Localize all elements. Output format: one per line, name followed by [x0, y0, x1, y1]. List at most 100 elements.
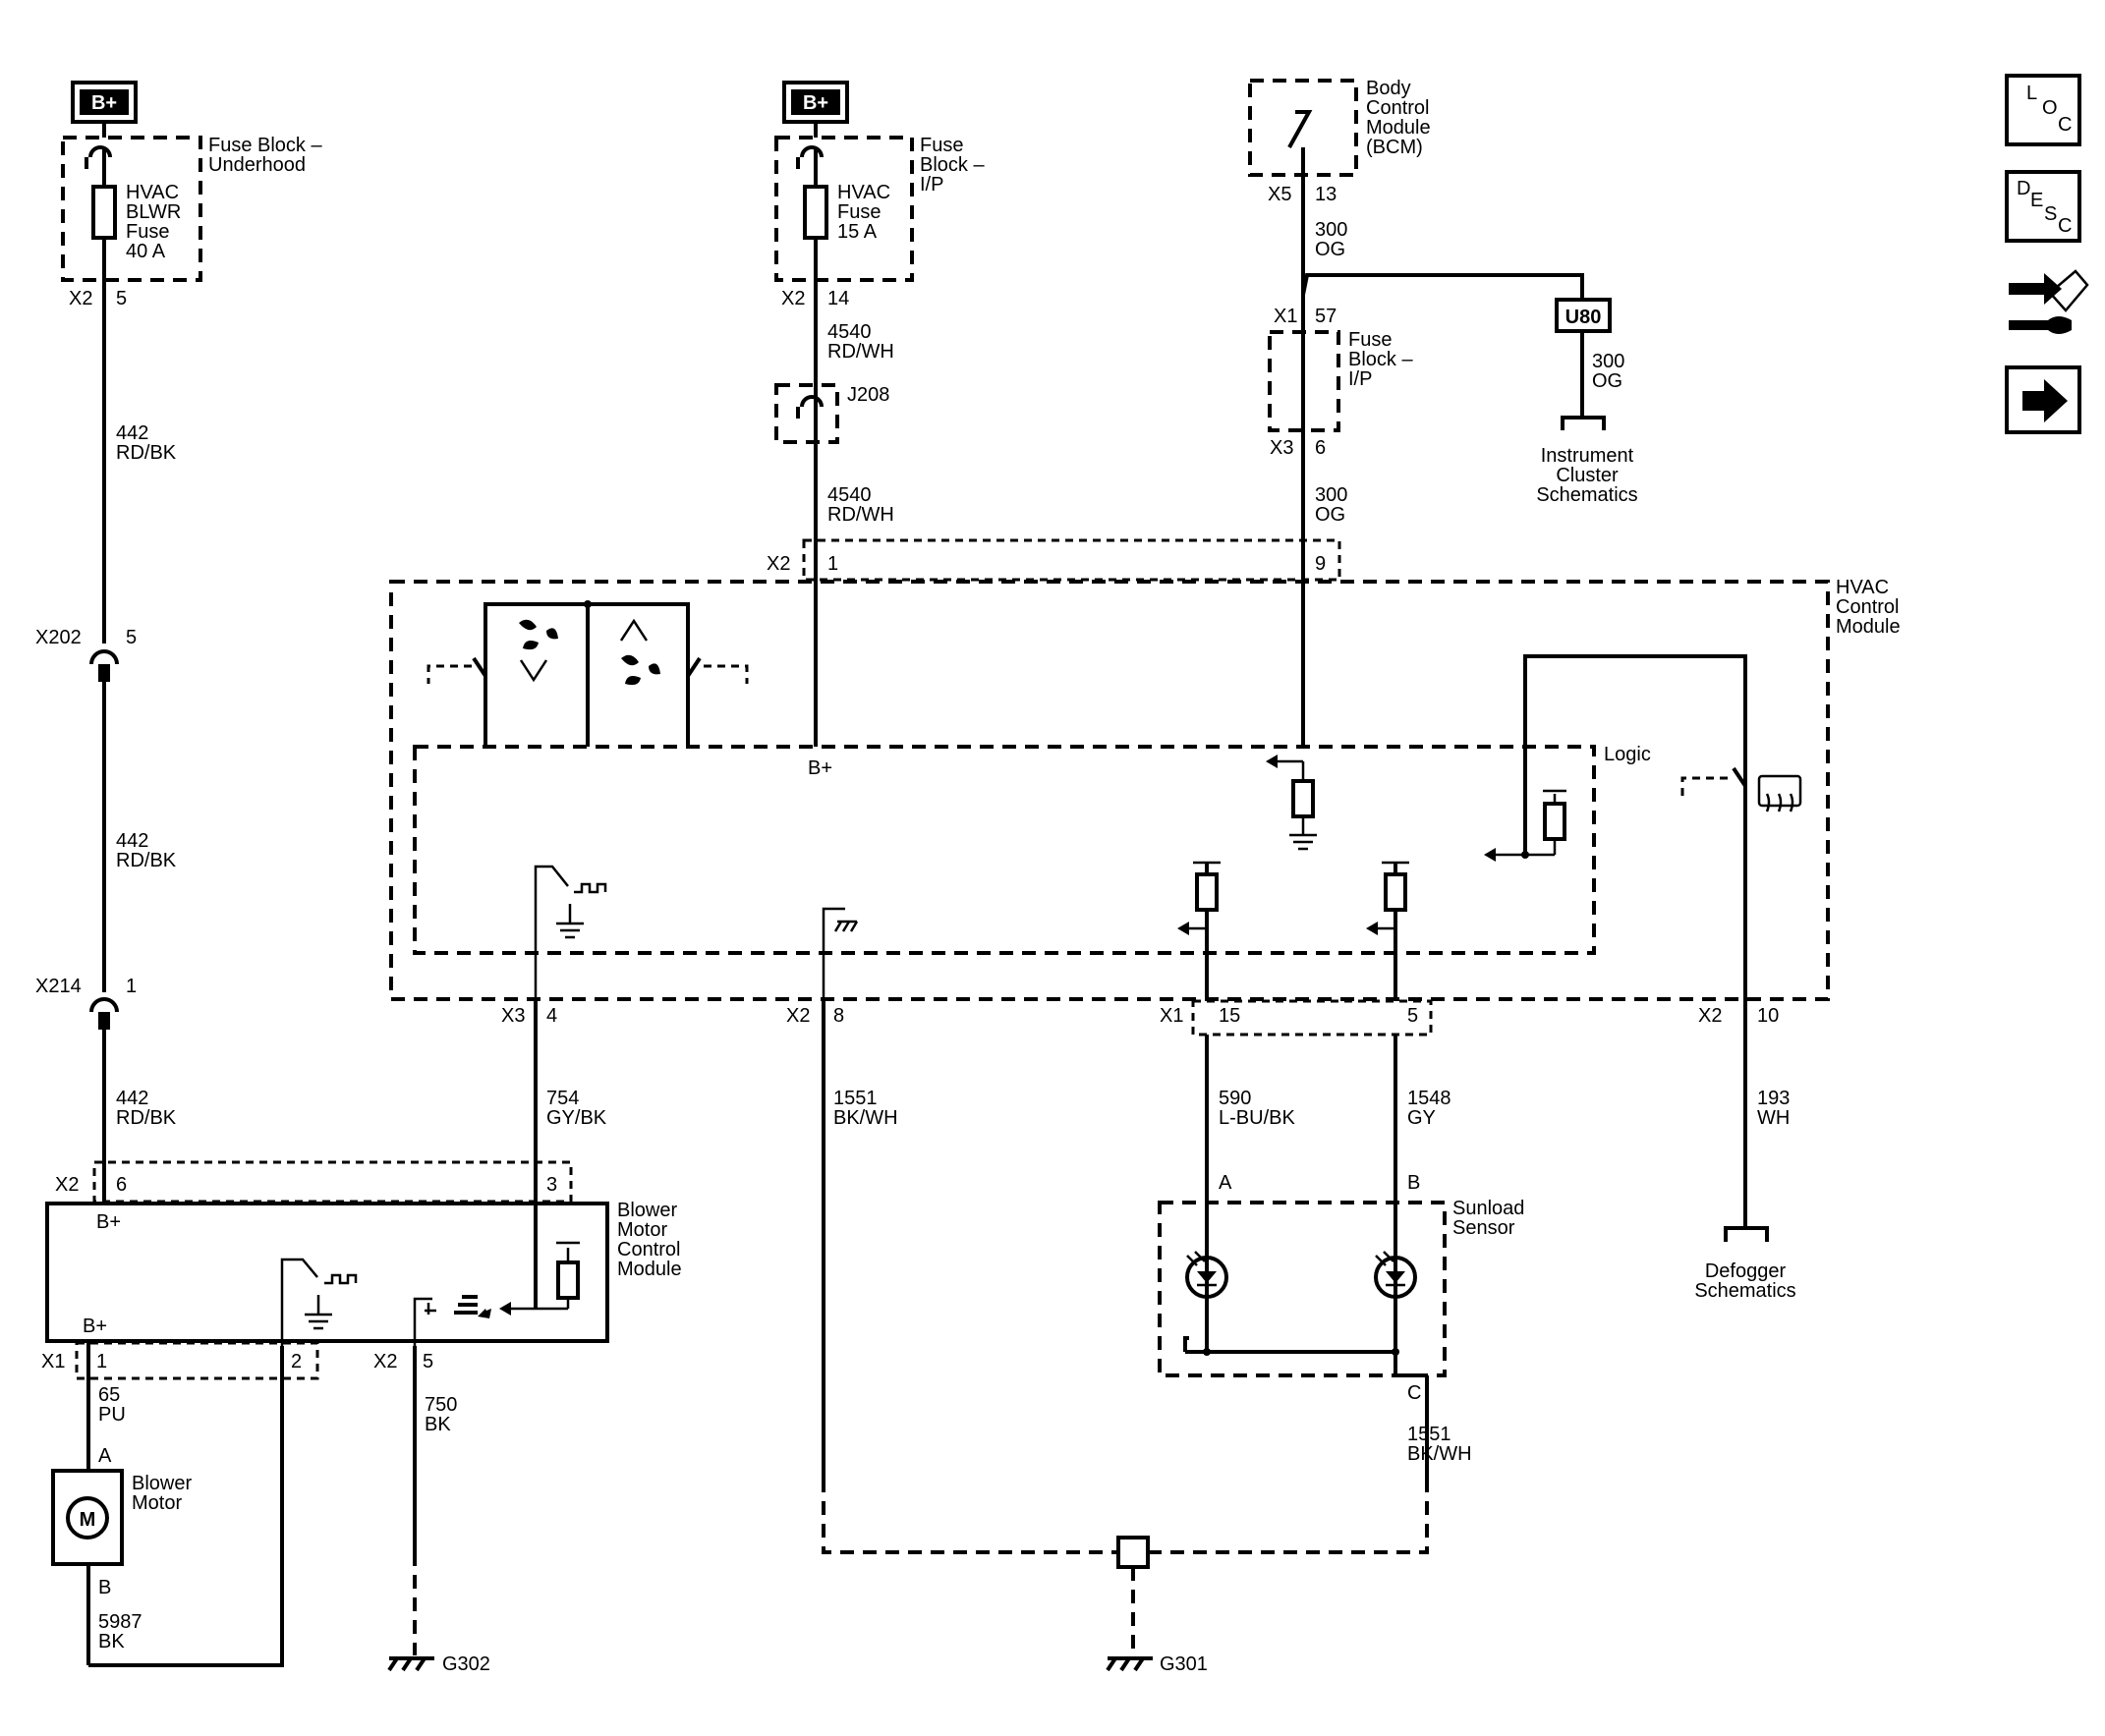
svg-text:I/P: I/P	[1348, 368, 1372, 390]
svg-text:(BCM): (BCM)	[1366, 137, 1423, 158]
svg-text:HVAC: HVAC	[1836, 577, 1889, 598]
svg-text:Instrument: Instrument	[1541, 445, 1634, 467]
svg-text:C: C	[2058, 215, 2072, 237]
svg-text:HVAC: HVAC	[837, 182, 890, 203]
svg-text:590: 590	[1219, 1088, 1251, 1109]
svg-text:Schematics: Schematics	[1694, 1280, 1795, 1302]
fan-speed-icon	[454, 1295, 491, 1318]
next-arrow-button[interactable]	[2005, 365, 2081, 434]
svg-text:10: 10	[1757, 1005, 1779, 1027]
svg-text:X3: X3	[1270, 437, 1293, 459]
fan-down-icon	[519, 619, 558, 683]
svg-text:X2: X2	[69, 288, 92, 309]
svg-text:442: 442	[116, 1088, 148, 1109]
svg-text:BK: BK	[425, 1414, 451, 1435]
svg-text:BK/WH: BK/WH	[833, 1107, 898, 1129]
svg-text:OG: OG	[1315, 504, 1345, 526]
svg-text:Control: Control	[1366, 97, 1429, 119]
svg-text:3: 3	[546, 1174, 557, 1196]
fuse-block-ip: HVAC Fuse 15 A Fuse Block – I/P X2 14	[774, 135, 985, 309]
svg-text:A: A	[1219, 1172, 1232, 1194]
svg-text:5: 5	[1407, 1005, 1418, 1027]
svg-text:300: 300	[1315, 219, 1347, 241]
svg-text:Body: Body	[1366, 78, 1411, 99]
svg-text:S: S	[2044, 203, 2057, 225]
splice-j208: J208	[774, 383, 889, 444]
svg-text:GY: GY	[1407, 1107, 1436, 1129]
svg-text:Underhood: Underhood	[208, 154, 306, 176]
svg-text:5987: 5987	[98, 1611, 142, 1633]
blower-motor-control-module: X2 6 3 B+ B+ Blower Motor Control Module	[41, 1159, 682, 1380]
svg-text:1: 1	[827, 553, 838, 575]
svg-text:5: 5	[126, 627, 137, 648]
svg-text:A: A	[98, 1445, 112, 1467]
svg-text:RD/WH: RD/WH	[827, 341, 894, 363]
svg-text:B+: B+	[91, 92, 117, 114]
svg-text:L-BU/BK: L-BU/BK	[1219, 1107, 1295, 1129]
svg-text:PU: PU	[98, 1404, 126, 1426]
svg-text:L: L	[2026, 83, 2037, 104]
svg-text:Block –: Block –	[1348, 349, 1413, 370]
arrow-right-icon	[2022, 379, 2068, 422]
svg-text:15 A: 15 A	[837, 221, 878, 243]
svg-text:300: 300	[1592, 351, 1624, 372]
svg-text:4: 4	[546, 1005, 557, 1027]
desc-button[interactable]: D E S C	[2005, 170, 2081, 243]
svg-text:D: D	[2017, 178, 2030, 199]
svg-text:HVAC: HVAC	[126, 182, 179, 203]
svg-text:4540: 4540	[827, 484, 872, 506]
photodiode-b-icon	[1374, 1256, 1417, 1299]
svg-text:Control: Control	[1836, 596, 1899, 618]
ground-g302-icon: G302	[387, 1653, 490, 1675]
svg-text:M: M	[80, 1509, 96, 1531]
svg-text:65: 65	[98, 1384, 120, 1406]
svg-text:14: 14	[827, 288, 849, 309]
svg-text:442: 442	[116, 422, 148, 444]
svg-text:X214: X214	[35, 976, 82, 997]
svg-text:5: 5	[423, 1351, 433, 1372]
svg-text:O: O	[2042, 97, 2058, 119]
fuse-40a-icon	[91, 185, 117, 240]
svg-text:Sensor: Sensor	[1452, 1217, 1515, 1239]
svg-text:442: 442	[116, 830, 148, 852]
svg-text:Motor: Motor	[617, 1219, 667, 1241]
connector-wrench-icon[interactable]	[2009, 269, 2089, 334]
svg-text:G301: G301	[1160, 1653, 1208, 1675]
svg-text:B: B	[98, 1577, 111, 1598]
svg-text:300: 300	[1315, 484, 1347, 506]
svg-text:Cluster: Cluster	[1556, 465, 1619, 486]
svg-text:6: 6	[1315, 437, 1326, 459]
svg-text:1: 1	[126, 976, 137, 997]
svg-text:1548: 1548	[1407, 1088, 1451, 1109]
svg-text:15: 15	[1219, 1005, 1240, 1027]
svg-text:Logic: Logic	[1604, 744, 1651, 765]
blower-motor: M Blower Motor	[51, 1469, 192, 1566]
svg-text:754: 754	[546, 1088, 579, 1109]
bplus-left: B+	[71, 81, 138, 124]
loc-button[interactable]: L O C	[2005, 74, 2081, 146]
svg-text:57: 57	[1315, 306, 1337, 327]
svg-text:Fuse: Fuse	[126, 221, 169, 243]
fuse-15a-icon	[803, 185, 828, 240]
svg-text:1551: 1551	[1407, 1424, 1451, 1445]
svg-text:Module: Module	[1836, 616, 1901, 638]
svg-text:Schematics: Schematics	[1536, 484, 1637, 506]
svg-text:9: 9	[1315, 553, 1326, 575]
svg-text:Module: Module	[617, 1259, 682, 1280]
svg-text:WH: WH	[1757, 1107, 1790, 1129]
svg-text:5: 5	[116, 288, 127, 309]
svg-text:B+: B+	[808, 757, 832, 779]
svg-text:1: 1	[96, 1351, 107, 1372]
svg-text:C: C	[2058, 114, 2072, 136]
svg-text:193: 193	[1757, 1088, 1790, 1109]
svg-text:Fuse Block –: Fuse Block –	[208, 135, 322, 156]
svg-text:RD/BK: RD/BK	[116, 850, 177, 871]
svg-text:X2: X2	[373, 1351, 397, 1372]
svg-text:X2: X2	[55, 1174, 79, 1196]
svg-text:I/P: I/P	[920, 174, 943, 196]
fuse-block-ip-2: X1 57 Fuse Block – I/P X3 6	[1268, 306, 1413, 459]
svg-text:Fuse: Fuse	[837, 201, 881, 223]
fuse-block-underhood: HVAC BLWR Fuse 40 A Fuse Block – Underho…	[61, 135, 322, 309]
svg-text:Motor: Motor	[132, 1492, 182, 1514]
